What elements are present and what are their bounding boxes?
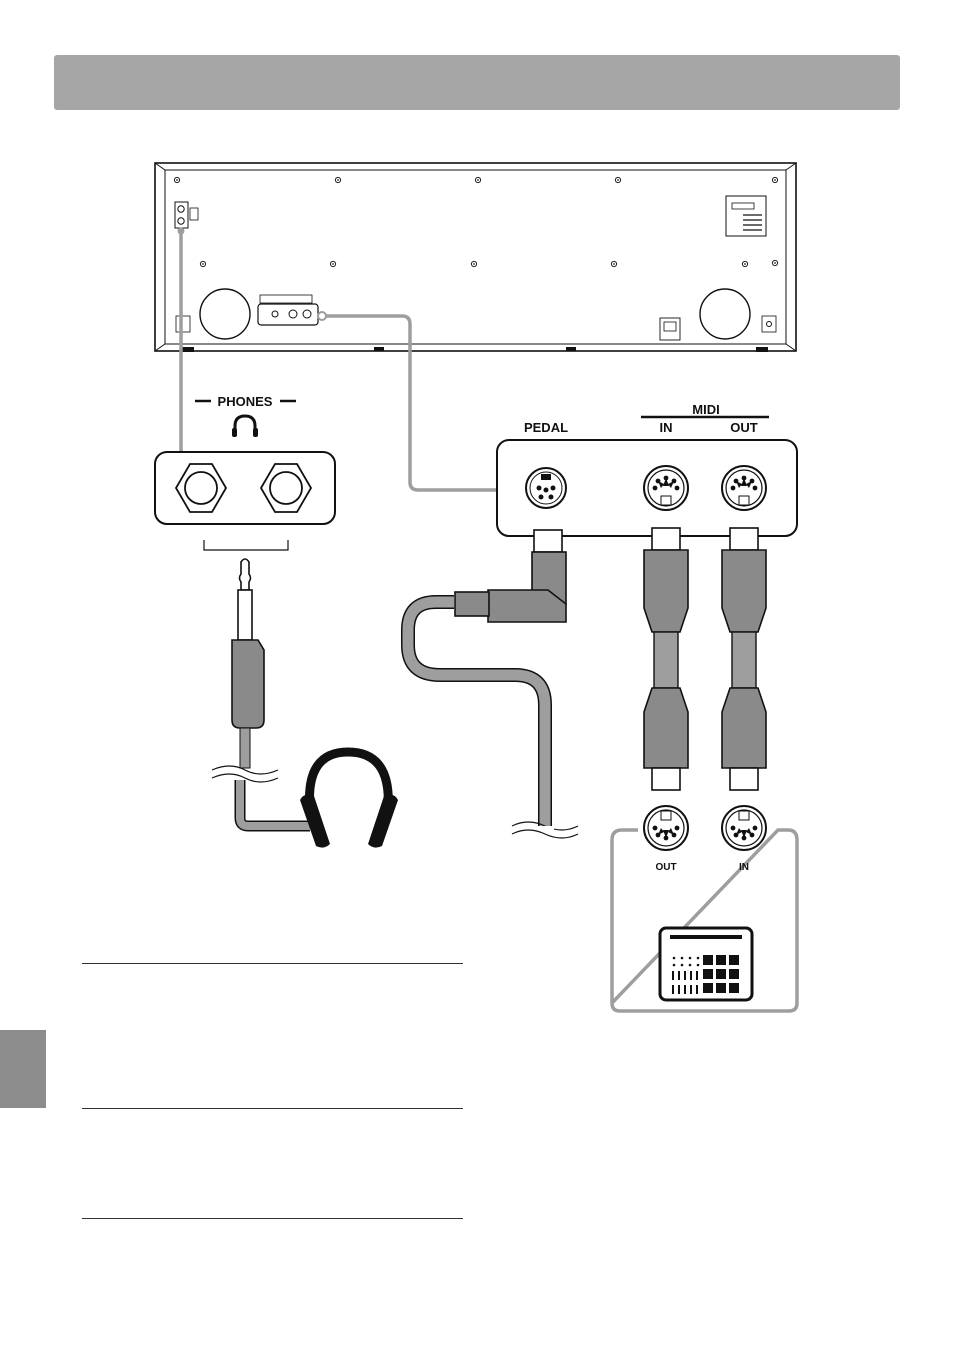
phones-jack-box <box>154 451 336 551</box>
connection-lines <box>179 228 498 492</box>
side-tab <box>0 1030 46 1108</box>
ext-out-label: OUT <box>655 862 676 873</box>
divider-2 <box>82 1108 463 1109</box>
pedal-connector <box>401 529 579 839</box>
phones-label-group: PHONES <box>195 394 296 437</box>
midi-label: MIDI <box>692 402 719 417</box>
pedal-midi-box: PEDAL MIDI IN OUT <box>496 402 798 537</box>
midi-cable <box>643 527 767 791</box>
section-header-bar <box>54 55 900 110</box>
instrument-rear-panel <box>154 162 797 352</box>
phones-label: PHONES <box>218 394 273 409</box>
external-midi-device: OUT IN <box>610 805 799 1013</box>
divider-3 <box>82 1218 463 1219</box>
headphones <box>300 747 398 848</box>
midi-device-icon <box>658 926 754 1002</box>
midi-out-label: OUT <box>730 420 758 435</box>
divider-1 <box>82 963 463 964</box>
midi-in-label: IN <box>660 420 673 435</box>
pedal-label: PEDAL <box>524 420 568 435</box>
headphones-icon <box>232 414 258 437</box>
ext-in-label: IN <box>739 862 749 873</box>
phone-jack-plug <box>211 558 310 832</box>
